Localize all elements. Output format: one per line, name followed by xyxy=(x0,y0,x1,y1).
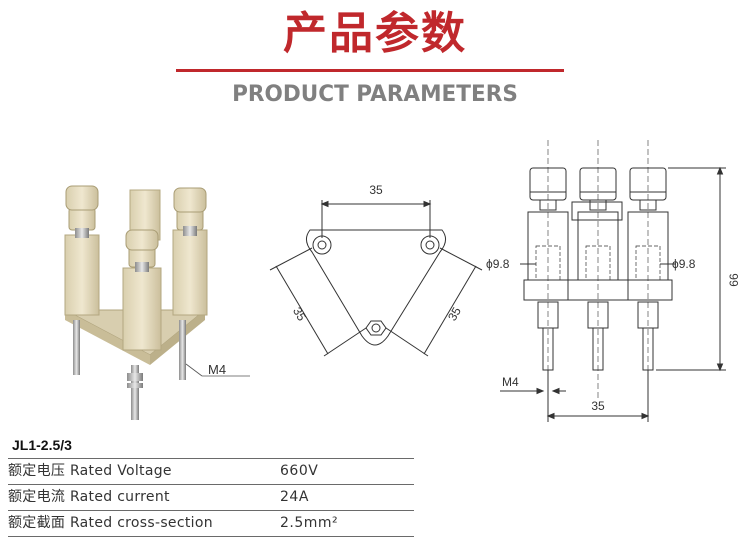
spec-value: 2.5mm² xyxy=(280,515,339,531)
spec-row-current: 额定电流 Rated current 24A xyxy=(8,484,414,510)
side-view-drawing: ϕ9.8 ϕ9.8 66 M4 35 xyxy=(486,140,741,422)
model-number: JL1-2.5/3 xyxy=(12,437,72,453)
spec-row-voltage: 额定电压 Rated Voltage 660V xyxy=(8,458,414,484)
spec-label: 额定电压 Rated Voltage xyxy=(8,463,172,479)
spec-table: 额定电压 Rated Voltage 660V 额定电流 Rated curre… xyxy=(8,458,414,537)
page-title-english: PRODUCT PARAMETERS xyxy=(232,82,518,107)
photo-thread-label: M4 xyxy=(208,362,227,377)
page-title-chinese: 产品参数 xyxy=(283,8,467,59)
spec-value: 24A xyxy=(280,489,309,505)
spec-row-cross-section: 额定截面 Rated cross-section 2.5mm² xyxy=(8,510,414,537)
title-divider xyxy=(176,69,564,72)
top-view-dim-left: 35 xyxy=(290,305,309,324)
side-view-diameter-left: ϕ9.8 xyxy=(486,257,510,271)
side-view-diameter-right: ϕ9.8 xyxy=(672,257,696,271)
side-view-height: 66 xyxy=(727,273,741,287)
product-photo xyxy=(64,185,250,420)
spec-label: 额定截面 Rated cross-section xyxy=(8,515,213,531)
top-view-drawing: 35 35 35 xyxy=(269,183,483,357)
top-view-dim-top: 35 xyxy=(369,183,383,197)
spec-label: 额定电流 Rated current xyxy=(8,489,170,505)
side-view-thread-label: M4 xyxy=(502,375,519,389)
side-view-spacing: 35 xyxy=(591,399,605,413)
top-view-dim-right: 35 xyxy=(445,304,464,323)
spec-value: 660V xyxy=(280,463,319,479)
